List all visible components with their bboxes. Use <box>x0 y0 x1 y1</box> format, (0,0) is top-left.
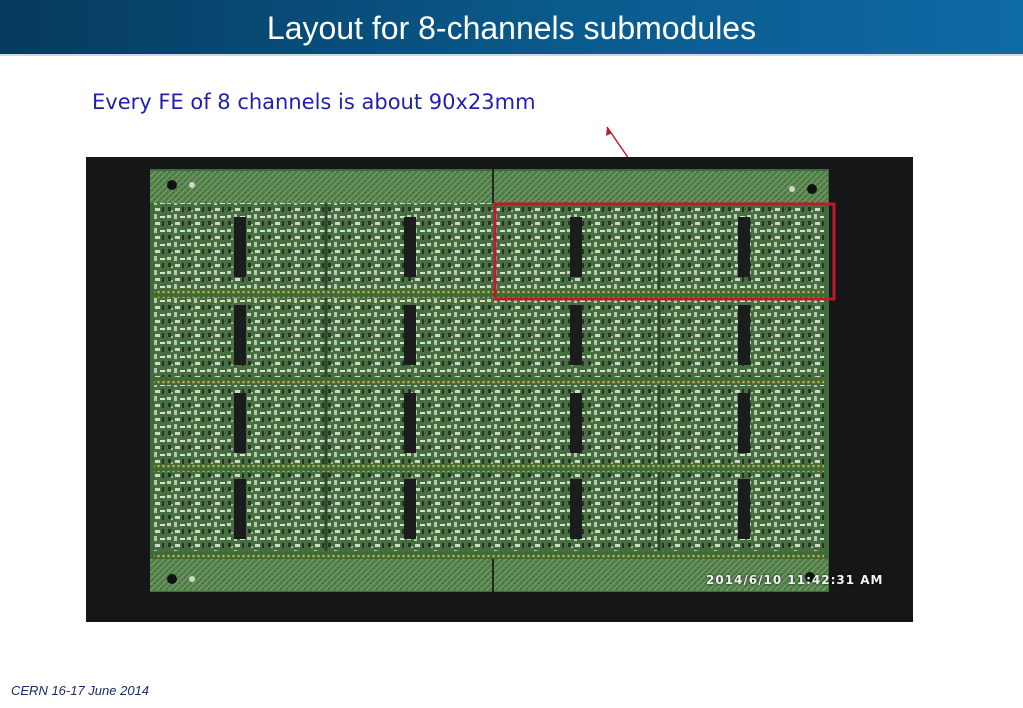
title-bar: Layout for 8-channels submodules <box>0 0 1023 56</box>
footer-text: CERN 16-17 June 2014 <box>11 683 150 698</box>
slide-title: Layout for 8-channels submodules <box>266 10 757 46</box>
highlighted-module-frame <box>493 202 836 301</box>
pcb-photo: 2014/6/10 11:42:31 AM <box>86 157 913 622</box>
pcb-board-illustration <box>150 169 836 592</box>
photo-timestamp: 2014/6/10 11:42:31 AM <box>706 573 884 587</box>
size-annotation: Every FE of 8 channels is about 90x23mm <box>92 90 536 114</box>
